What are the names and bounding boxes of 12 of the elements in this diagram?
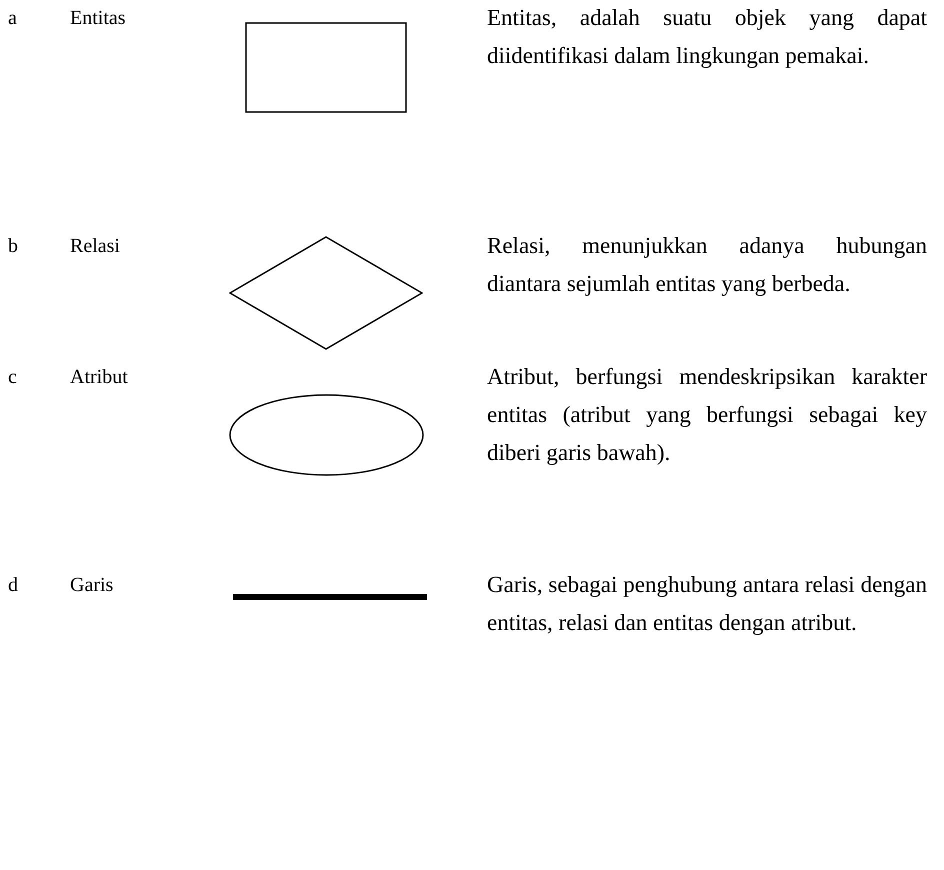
symbol-name: Entitas bbox=[70, 6, 126, 31]
symbol-name: Atribut bbox=[70, 365, 128, 390]
row-letter: b bbox=[8, 234, 18, 259]
row-letter: c bbox=[8, 365, 17, 390]
symbol-description: Atribut, berfungsi mendeskripsikan karakter entitas (atribut yang berfungsi sebagai key diberi garis bawah). bbox=[487, 363, 927, 467]
symbol-description: Garis, sebagai penghubung antara relasi dengan entitas, relasi dan entitas dengan atribut. bbox=[487, 571, 927, 637]
symbol-description: Relasi, menunjukkan adanya hubungan diantara sejumlah entitas yang berbeda. bbox=[487, 232, 927, 298]
row-letter: d bbox=[8, 573, 18, 598]
row-letter: a bbox=[8, 6, 17, 31]
symbol-name: Garis bbox=[70, 573, 114, 598]
symbol-name: Relasi bbox=[70, 234, 120, 259]
symbol-description: Entitas, adalah suatu objek yang dapat diidentifikasi dalam lingkungan pemakai. bbox=[487, 4, 927, 70]
